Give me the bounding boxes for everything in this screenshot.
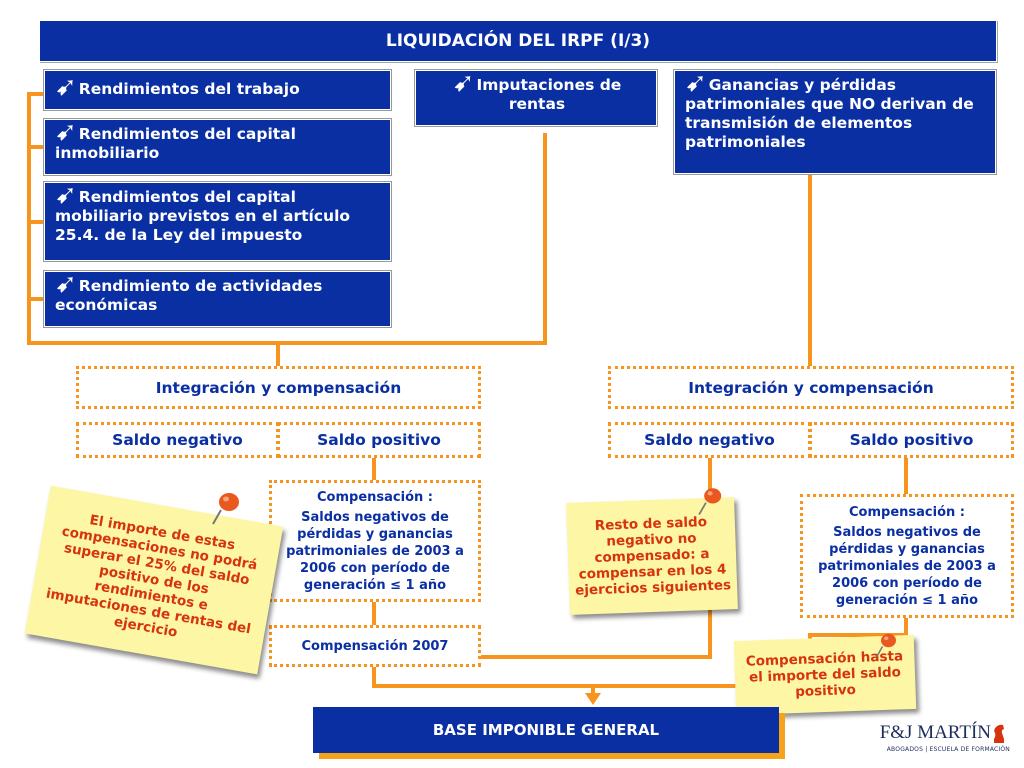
arrow-icon: ➹	[685, 68, 707, 98]
left-positive-down-2	[372, 601, 376, 627]
box-label: Ganancias y pérdidas patrimoniales que N…	[685, 76, 974, 151]
compensation-title: Compensación :	[317, 489, 433, 505]
left-bracket-tick-3	[27, 220, 44, 224]
right-integration-box: Integración y compensación	[608, 366, 1014, 409]
right-saldo-positivo: Saldo positivo	[809, 422, 1014, 458]
left-bracket-tick-2	[27, 145, 44, 149]
box-label: Rendimientos del capital mobiliario prev…	[55, 188, 351, 244]
right-compensation-box: Compensación : Saldos negativos de pérdi…	[800, 494, 1014, 618]
box-capital-inmobiliario: ➹Rendimientos del capital inmobiliario	[43, 117, 392, 176]
box-imputaciones-rentas: ➹Imputaciones de rentas	[414, 68, 658, 127]
knight-logo-icon	[994, 724, 1004, 743]
box-label: Imputaciones de rentas	[476, 76, 622, 113]
left-compensation-box: Compensación : Saldos negativos de pérdi…	[269, 480, 481, 602]
left-integration-box: Integración y compensación	[76, 366, 481, 409]
box-label: Rendimientos del trabajo	[78, 80, 300, 98]
right-connector	[808, 173, 812, 367]
bottom-bracket-horizontal	[27, 341, 547, 345]
note-text: Resto de saldo negativo no compensado: a…	[574, 514, 732, 599]
left-saldo-negativo: Saldo negativo	[76, 422, 279, 458]
compensation-text: Saldos negativos de pérdidas y ganancias…	[286, 509, 464, 593]
right-positive-down-2	[904, 617, 908, 637]
right-saldo-negativo: Saldo negativo	[608, 422, 811, 458]
arrow-icon: ➹	[452, 68, 475, 98]
box-label: Rendimiento de actividades económicas	[55, 277, 323, 314]
company-logo: F&J MARTÍN ABOGADOS | ESCUELA DE FORMACI…	[870, 722, 1010, 762]
arrow-icon: ➹	[55, 72, 77, 102]
box-capital-mobiliario: ➹Rendimientos del capital mobiliario pre…	[43, 180, 392, 262]
box-rendimientos-trabajo: ➹Rendimientos del trabajo	[43, 69, 392, 111]
center-connector	[543, 133, 547, 345]
box-label: Rendimientos del capital inmobiliario	[55, 125, 296, 162]
arrow-icon: ➹	[55, 180, 77, 210]
arrow-icon: ➹	[55, 269, 77, 299]
logo-name: F&J MARTÍN	[879, 722, 991, 743]
arrow-down-icon	[585, 693, 601, 705]
compensation-text: Saldos negativos de pérdidas y ganancias…	[818, 524, 996, 608]
note-text: El importe de estas compensaciones no po…	[44, 512, 259, 641]
compensation-title: Compensación :	[849, 504, 965, 520]
compensation-2007-box: Compensación 2007	[269, 625, 481, 667]
box-ganancias-perdidas: ➹Ganancias y pérdidas patrimoniales que …	[673, 68, 997, 175]
box-actividades-economicas: ➹Rendimiento de actividades económicas	[43, 269, 392, 328]
pushpin-icon	[875, 633, 896, 658]
diagram-title: LIQUIDACIÓN DEL IRPF (I/3)	[40, 21, 996, 61]
pushpin-icon	[698, 488, 722, 516]
left-saldo-positivo: Saldo positivo	[277, 422, 481, 458]
left-drop-to-integration	[276, 341, 280, 368]
arrow-icon: ➹	[55, 117, 77, 147]
left-positive-down-3	[372, 664, 376, 688]
right-positive-down-1	[904, 456, 908, 496]
logo-tagline: ABOGADOS | ESCUELA DE FORMACIÓN	[886, 746, 1010, 753]
right-positive-horizontal	[810, 633, 908, 637]
left-positive-down-1	[372, 456, 376, 482]
merge-down	[591, 684, 595, 696]
left-bracket-vertical	[27, 92, 31, 345]
comp2007-to-right	[480, 655, 712, 659]
left-bracket-tick-1	[27, 92, 44, 96]
base-imponible-general: BASE IMPONIBLE GENERAL	[313, 707, 779, 753]
pushpin-icon	[212, 493, 239, 525]
left-bracket-tick-4	[27, 297, 44, 301]
